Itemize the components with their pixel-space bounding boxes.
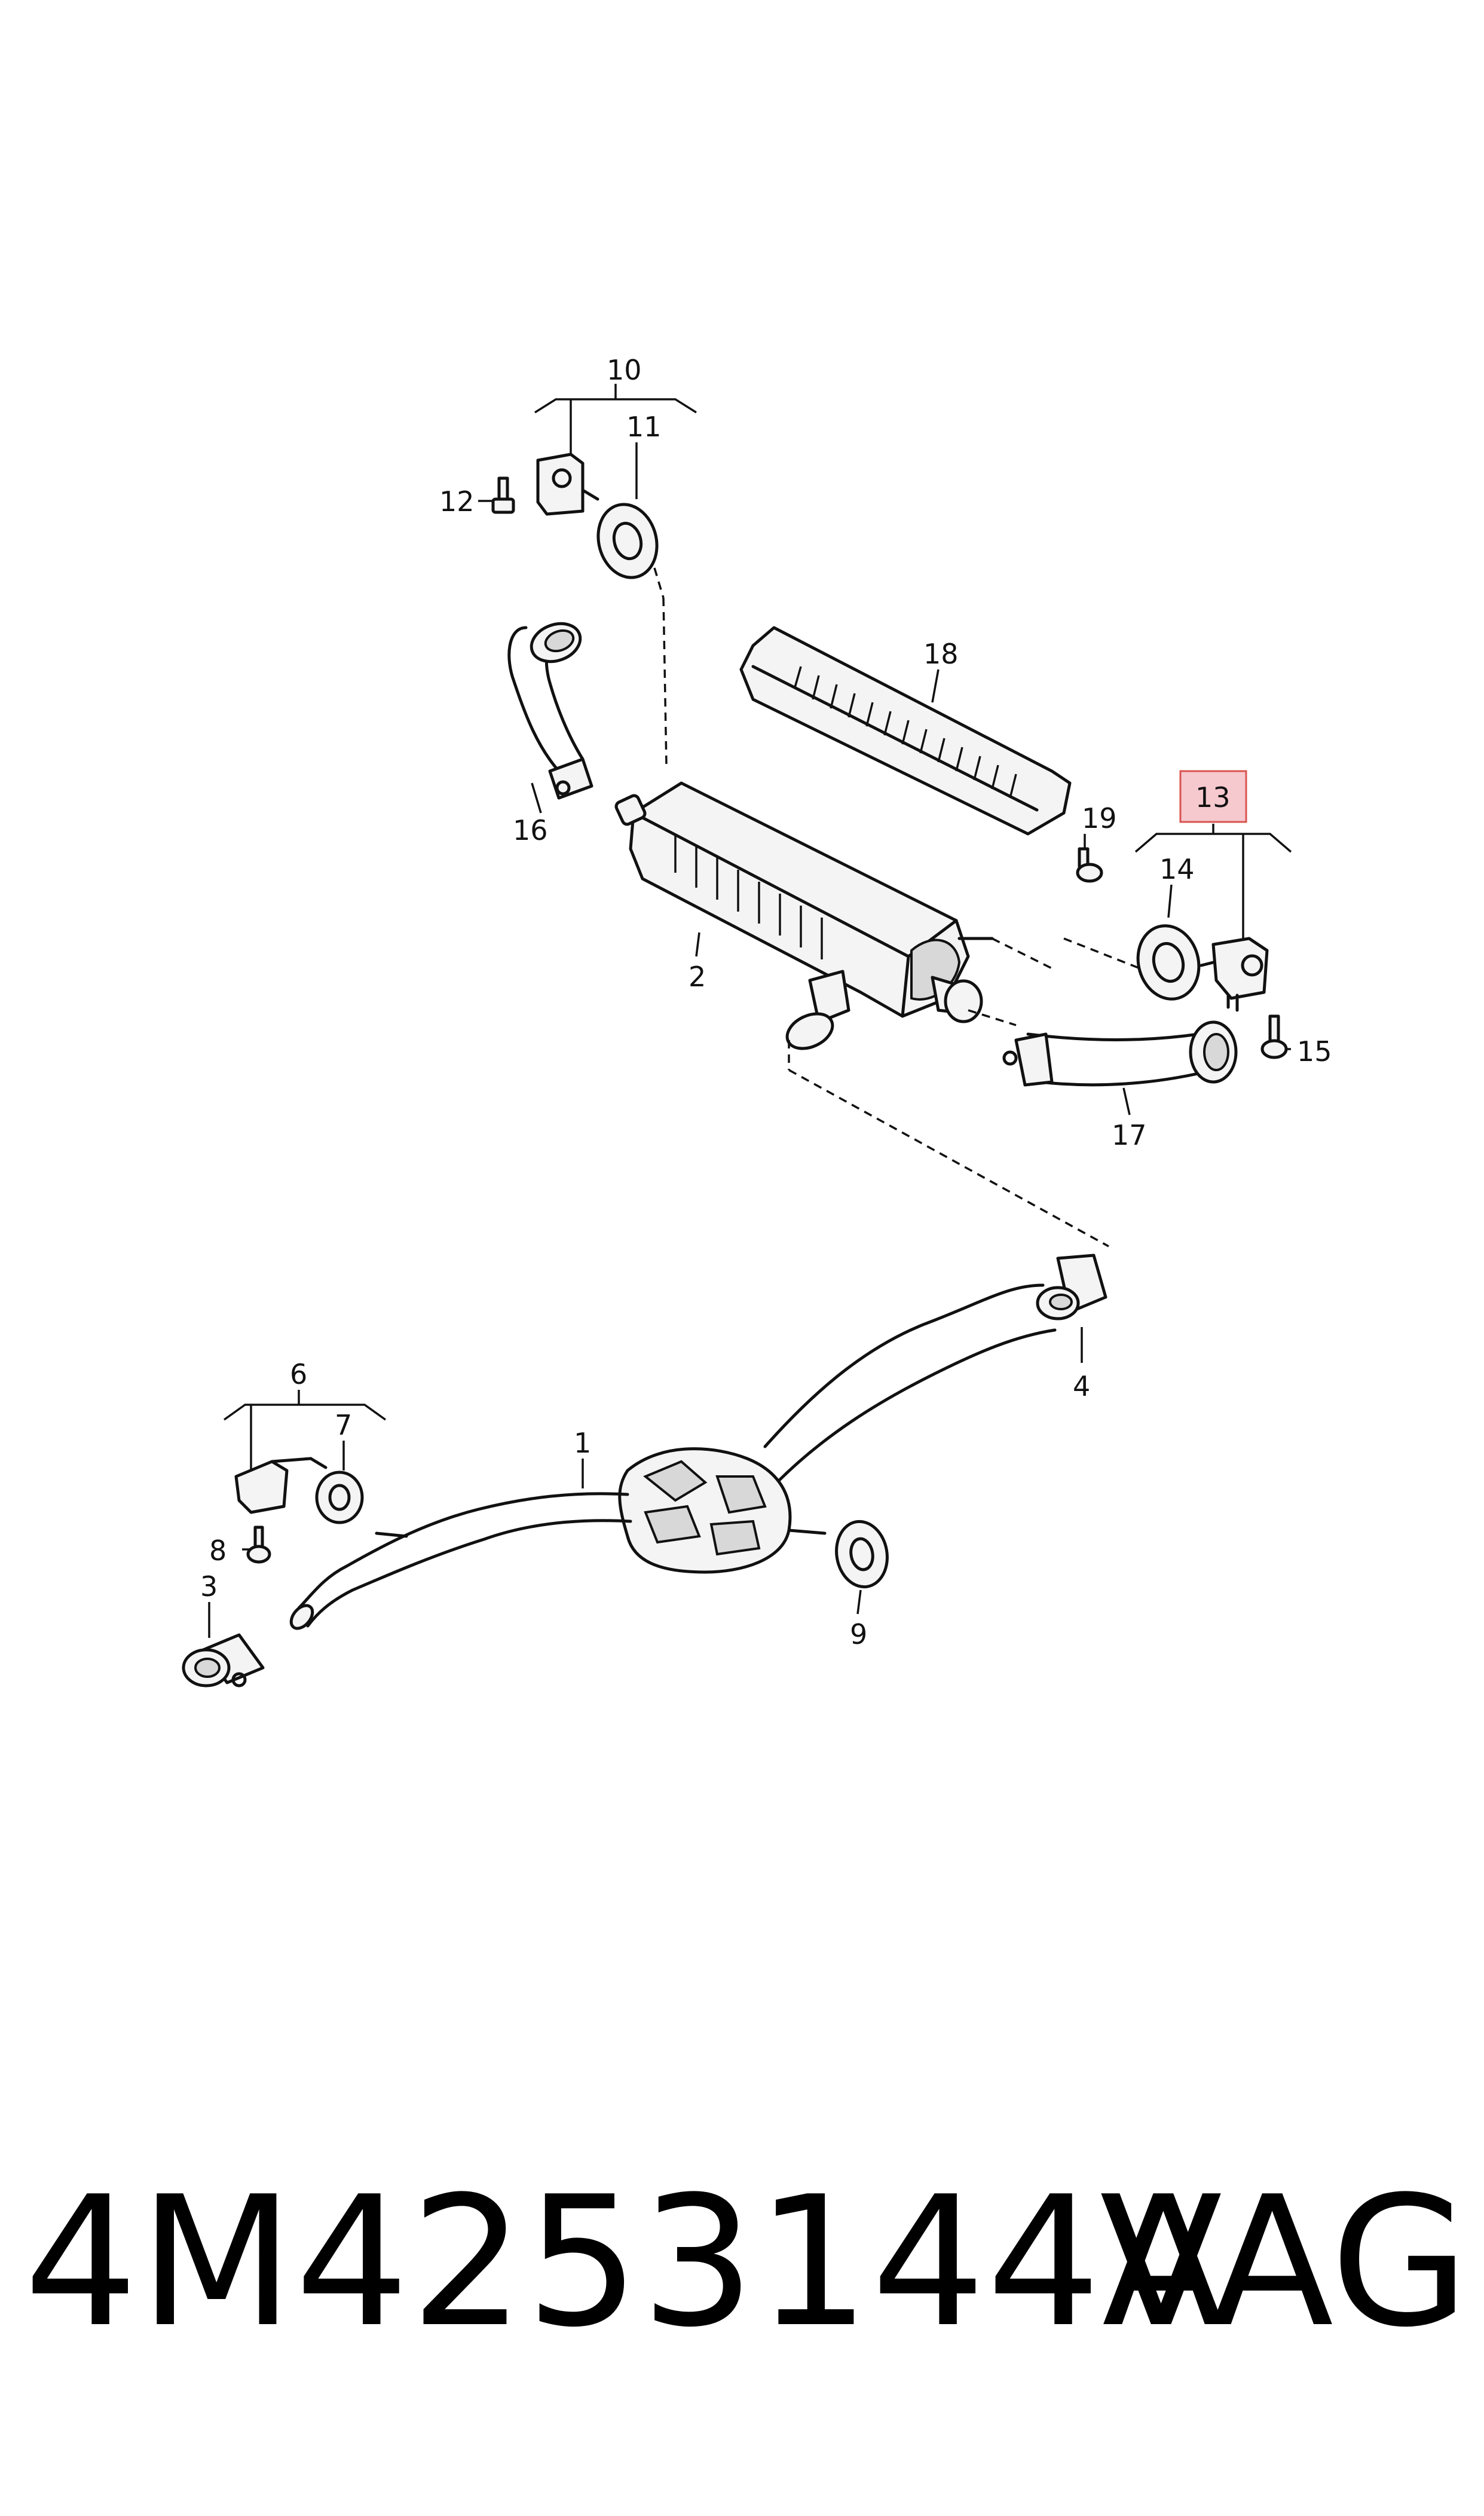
callout-15: 15 [1297,1035,1332,1068]
callout-8: 8 [209,1534,227,1567]
part-13-bracket-group [1134,770,1292,1012]
callout-1: 1 [574,1427,591,1459]
part-17-tailpipe-right [1002,1020,1238,1115]
part-2-rear-silencer [614,781,1148,1248]
callout-7: 7 [335,1409,352,1441]
callout-6: 6 [290,1358,307,1390]
callout-16: 16 [513,814,548,846]
part-1-front-pipe-with-silencer [289,1283,1057,1630]
part-18-heat-shield [739,626,1072,836]
part-number: 4M4253144A [24,2158,1226,2367]
callout-19: 19 [1082,802,1117,834]
part-3-clamp [182,1602,265,1687]
callout-2: 2 [689,961,706,993]
callout-9: 9 [850,1618,867,1650]
callout-11: 11 [626,411,662,443]
part-11-rubber-mount [596,442,668,766]
callout-18: 18 [923,638,959,670]
callout-13: 13 [1195,781,1231,814]
callout-17: 17 [1112,1119,1147,1151]
part-4-clamp [1036,1254,1107,1363]
part-19-bolt [1076,834,1103,883]
callout-12: 12 [439,485,475,518]
part-9-rubber-mount [835,1520,889,1615]
callout-13-highlight [1179,770,1247,823]
part-15-bolt [1260,1014,1291,1059]
callout-4: 4 [1073,1370,1090,1402]
part-7-rubber-mount [315,1441,364,1524]
part-10-bracket-group [534,384,697,516]
callout-3: 3 [200,1570,218,1603]
part-8-bolt [242,1526,271,1564]
footer-caption: 4M4253144A VAG [0,2164,1484,2361]
part-6-bracket-group [223,1390,387,1514]
part-16-tailpipe-left [507,622,593,814]
brand-name: VAG [1100,2158,1470,2367]
callout-10: 10 [607,354,642,386]
callout-14: 14 [1159,853,1195,885]
part-14-rubber-mount [1136,884,1201,1001]
part-12-bolt [478,476,515,514]
